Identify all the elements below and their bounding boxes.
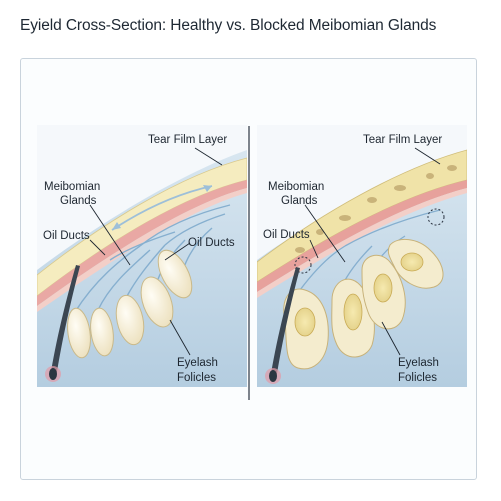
blocked-plugs: [294, 252, 424, 337]
label-eyelash-right-2: Folicles: [398, 372, 437, 384]
label-meibomian-right-2: Glands: [281, 195, 318, 207]
eyelash: [50, 265, 80, 378]
leader-lines: [89, 147, 441, 356]
label-oil-ducts-left-a: Oil Ducts: [43, 230, 90, 242]
eyelash: [270, 267, 300, 380]
label-meibomian-left-2: Glands: [60, 195, 97, 207]
label-eyelash-left-1: Eyelash: [177, 357, 218, 369]
blockage-marker: [427, 208, 445, 226]
label-eyelash-left-2: Folicles: [177, 372, 216, 384]
oil-ducts: [74, 204, 231, 313]
figure-title: Eyield Cross-Section: Healthy vs. Blocke…: [20, 17, 437, 34]
healthy-glands: [67, 249, 193, 359]
tear-film-debris: [295, 165, 457, 253]
muscle-layer: [37, 180, 247, 306]
blockage-marker: [294, 256, 312, 274]
muscle-layer: [257, 180, 467, 292]
background-area: [37, 125, 247, 270]
label-oil-ducts-right: Oil Ducts: [263, 229, 310, 241]
flow-arrow: [111, 185, 213, 231]
label-oil-ducts-left-b: Oil Ducts: [188, 237, 235, 249]
label-meibomian-left-1: Meibomian: [44, 181, 101, 193]
label-tear-film-right: Tear Film Layer: [363, 134, 443, 146]
healthy-panel: [37, 125, 247, 387]
label-eyelash-right-1: Eyelash: [398, 357, 439, 369]
label-meibomian-right-1: Meibomian: [268, 181, 325, 193]
label-tear-film-left: Tear Film Layer: [148, 134, 228, 146]
blocked-panel: [257, 125, 467, 387]
